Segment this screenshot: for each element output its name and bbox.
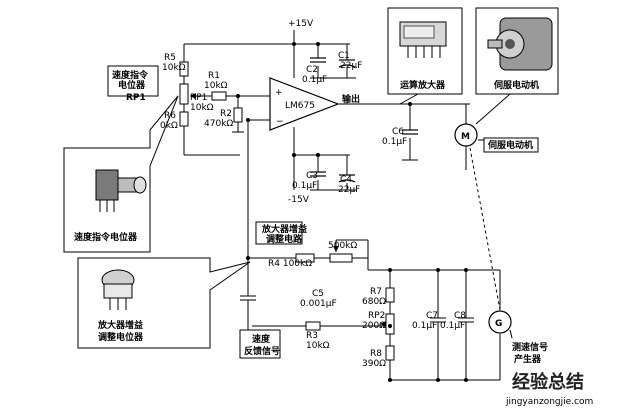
caption-gain-circuit-line1: 放大器增益 bbox=[261, 223, 307, 235]
component-photos bbox=[95, 17, 553, 310]
potentiometer-500k bbox=[329, 253, 353, 263]
label-c8: C8 bbox=[454, 311, 466, 321]
resistor-r7 bbox=[385, 287, 395, 303]
label-output: 输出 bbox=[342, 93, 360, 105]
trim-pot-photo bbox=[101, 269, 135, 310]
label-c5-value: 0.001μF bbox=[300, 299, 337, 309]
caption-servo-motor: 伺服电动机 bbox=[487, 139, 533, 151]
resistor-r5 bbox=[179, 61, 189, 77]
watermark-url: jingyanzongjie.com bbox=[505, 397, 593, 407]
label-c1-value: 22μF bbox=[340, 61, 362, 71]
generator-letter: G bbox=[495, 319, 502, 329]
resistor-r6 bbox=[179, 111, 189, 127]
label-c8-value: 0.1μF bbox=[440, 321, 465, 331]
label-c1: C1 bbox=[338, 51, 350, 61]
label-r7: R7 bbox=[370, 287, 382, 297]
label-rp1: RP1 bbox=[190, 93, 207, 103]
caption-speed-pot-line1: 速度指令 bbox=[112, 69, 149, 81]
label-c2: C2 bbox=[306, 65, 318, 75]
resistor-r3 bbox=[305, 321, 321, 331]
junction-dots bbox=[236, 42, 468, 382]
op-amp-label: LM675 bbox=[285, 101, 315, 111]
label-r7-value: 680Ω bbox=[362, 297, 386, 307]
label-500k: 500kΩ bbox=[328, 241, 357, 251]
label-rp1-value: 10kΩ bbox=[190, 103, 214, 113]
callout-frames bbox=[63, 7, 559, 349]
label-c3-value: 0.1μF bbox=[292, 181, 317, 191]
label-r3: R3 bbox=[306, 331, 318, 341]
shaft-coupling-dashed bbox=[469, 147, 501, 311]
label-rp2: RP2 bbox=[368, 311, 385, 321]
opamp-chip-photo bbox=[399, 21, 447, 58]
caption-speed-pot-line3: RP1 bbox=[126, 93, 146, 103]
motor-letter: M bbox=[461, 132, 470, 142]
servo-motor-photo bbox=[487, 17, 553, 71]
caption-tacho-line2: 产生器 bbox=[514, 353, 542, 365]
resistor-r4 bbox=[295, 253, 315, 263]
caption-speed-pot-photo: 速度指令电位器 bbox=[74, 231, 138, 243]
label-c7: C7 bbox=[426, 311, 438, 321]
label-r2-value: 470kΩ bbox=[204, 119, 233, 129]
resistor-r8 bbox=[385, 345, 395, 361]
label-plus15v: +15V bbox=[288, 19, 314, 29]
potentiometer-rp1 bbox=[179, 83, 189, 105]
label-r8-value: 390Ω bbox=[362, 359, 386, 369]
resistor-r1 bbox=[211, 91, 227, 101]
label-r6-value: 0kΩ bbox=[160, 121, 178, 131]
caption-gain-pot-line1: 放大器增益 bbox=[97, 319, 143, 331]
caption-speed-pot-line2: 电位器 bbox=[118, 79, 146, 91]
label-r8: R8 bbox=[370, 349, 382, 359]
label-minus15v: -15V bbox=[288, 195, 310, 205]
tacho-generator-symbol: G bbox=[488, 310, 512, 334]
label-r1-value: 10kΩ bbox=[204, 81, 228, 91]
label-r5: R5 bbox=[164, 53, 176, 63]
label-r1: R1 bbox=[208, 71, 220, 81]
servo-motor-symbol: M bbox=[454, 123, 478, 147]
label-r5-value: 10kΩ bbox=[162, 63, 186, 73]
label-r3-value: 10kΩ bbox=[306, 341, 330, 351]
label-c6: C6 bbox=[392, 127, 404, 137]
label-r6: R6 bbox=[164, 111, 176, 121]
op-amp-lm675: + − LM675 bbox=[269, 77, 340, 131]
label-c2-value: 0.1μF bbox=[302, 75, 327, 85]
label-c4-value: 22μF bbox=[338, 185, 360, 195]
label-r2: R2 bbox=[220, 109, 232, 119]
label-c3: C3 bbox=[306, 171, 318, 181]
label-r4: R4 100kΩ bbox=[268, 259, 312, 269]
label-boxes bbox=[107, 65, 539, 359]
caption-gain-circuit-line2: 调整电路 bbox=[266, 233, 303, 245]
caption-tacho-line1: 测速信号 bbox=[512, 341, 548, 353]
wires bbox=[183, 30, 501, 381]
op-amp-minus-sign: − bbox=[276, 117, 284, 127]
label-c7-value: 0.1μF bbox=[412, 321, 437, 331]
caption-opamp: 运算放大器 bbox=[400, 79, 446, 91]
watermark-logo: 经验总结 bbox=[512, 371, 584, 393]
caption-gain-pot-line2: 调整电位器 bbox=[98, 331, 144, 343]
wiper-arrows bbox=[190, 93, 386, 327]
op-amp-plus-sign: + bbox=[275, 88, 283, 98]
caption-servo-motor-photo: 伺服电动机 bbox=[493, 79, 539, 91]
label-c4: C4 bbox=[340, 175, 352, 185]
resistor-r2 bbox=[233, 107, 243, 123]
label-rp2-value: 200Ω bbox=[362, 321, 386, 331]
label-c5: C5 bbox=[312, 289, 324, 299]
label-c6-value: 0.1μF bbox=[382, 137, 407, 147]
caption-feedback-line2: 反馈信号 bbox=[244, 345, 280, 357]
capacitor-plates bbox=[310, 57, 418, 183]
speed-pot-photo bbox=[95, 169, 147, 212]
caption-feedback-line1: 速度 bbox=[252, 333, 271, 345]
